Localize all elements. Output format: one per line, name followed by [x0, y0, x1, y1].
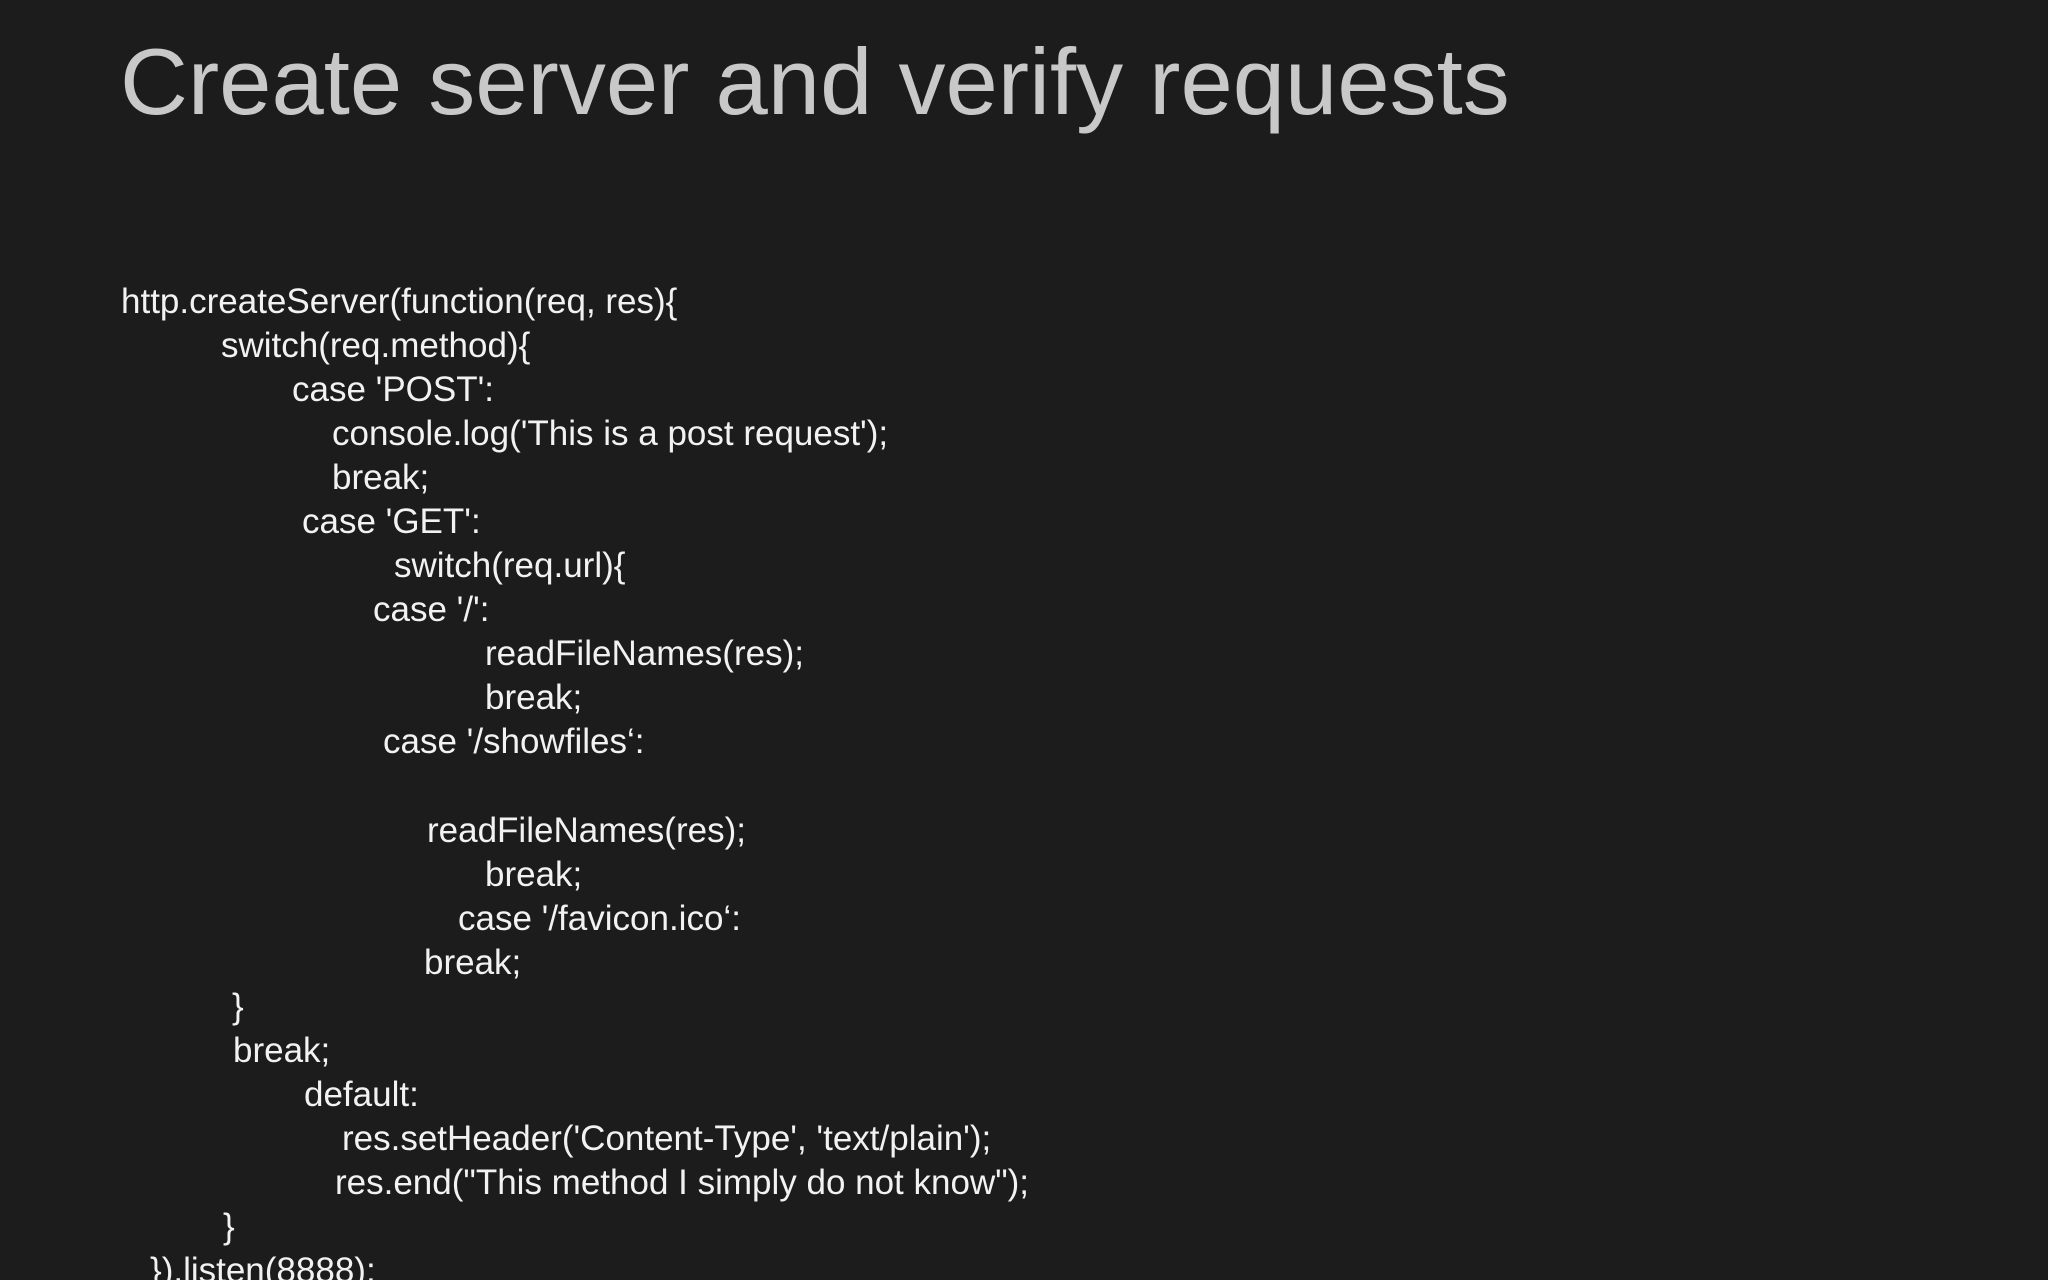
code-line: http.createServer(function(req, res){: [121, 282, 678, 321]
code-line: }: [232, 987, 244, 1026]
code-line: break;: [424, 943, 522, 982]
code-line: case '/':: [373, 590, 490, 629]
code-line: case '/showfiles‘:: [383, 722, 645, 761]
slide-title: Create server and verify requests: [120, 29, 1510, 134]
code-line: break;: [233, 1031, 331, 1070]
code-line: }).listen(8888);: [150, 1251, 376, 1280]
code-line: case 'POST':: [292, 370, 495, 409]
code-line: readFileNames(res);: [485, 634, 804, 673]
code-line: break;: [485, 678, 583, 717]
code-line: }: [223, 1207, 235, 1246]
code-line: res.setHeader('Content-Type', 'text/plai…: [342, 1119, 992, 1158]
code-line: case 'GET':: [302, 502, 481, 541]
code-line: case '/favicon.ico‘:: [458, 899, 741, 938]
code-line: switch(req.method){: [221, 326, 531, 365]
code-line: readFileNames(res);: [427, 811, 746, 850]
code-line: break;: [332, 458, 430, 497]
code-line: switch(req.url){: [394, 546, 626, 585]
code-line: res.end("This method I simply do not kno…: [335, 1163, 1030, 1202]
code-line: break;: [485, 855, 583, 894]
code-line: default:: [304, 1075, 419, 1114]
code-line: console.log('This is a post request');: [332, 414, 889, 453]
